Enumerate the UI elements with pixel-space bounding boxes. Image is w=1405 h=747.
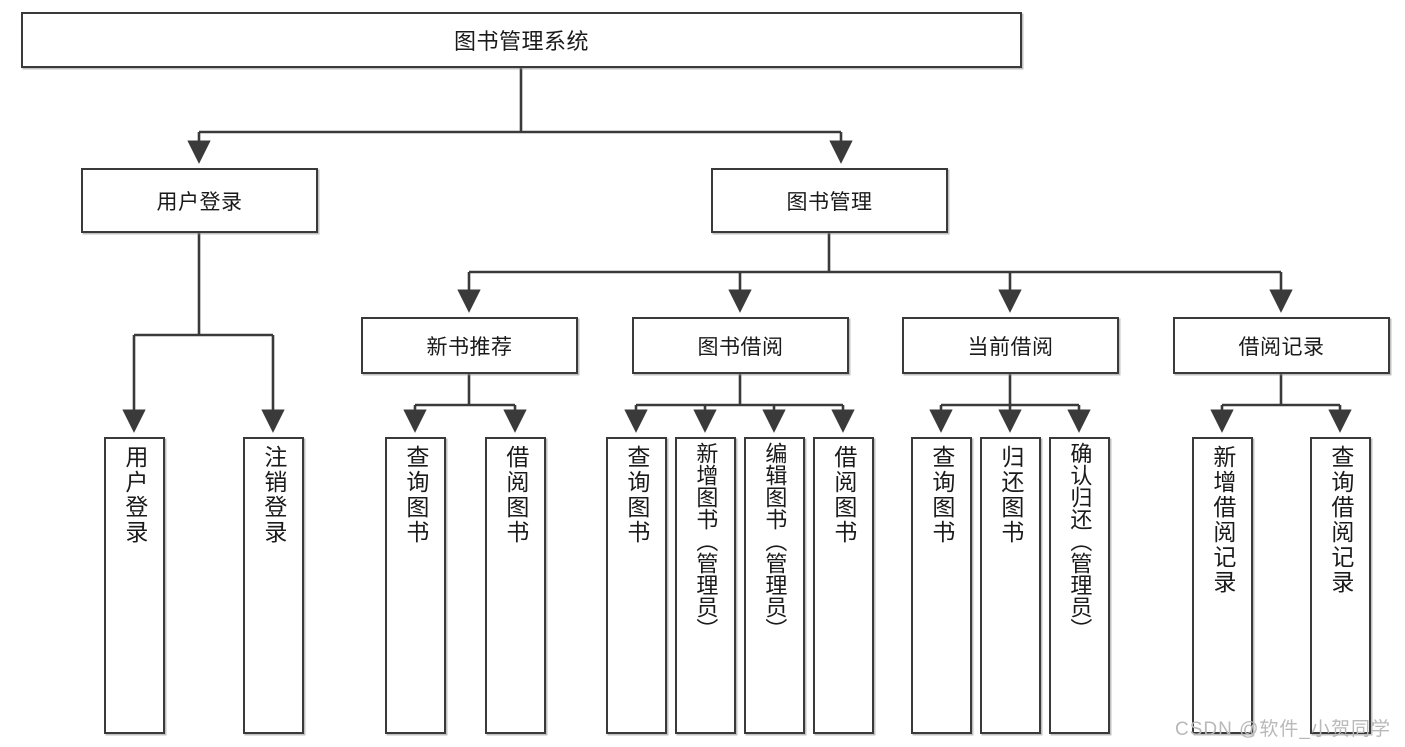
node-borrow-record[interactable]: 借阅记录 — [1173, 317, 1390, 374]
node-leaf-query-book-3-label: 查询图书 — [928, 445, 955, 545]
node-leaf-edit-book-label: 编辑图书（管理员） — [762, 442, 788, 640]
node-user-login-label: 用户登录 — [156, 190, 243, 214]
node-leaf-edit-book[interactable]: 编辑图书（管理员） — [744, 437, 805, 734]
node-leaf-borrow-book-2-label: 借阅图书 — [830, 445, 857, 545]
node-leaf-confirm-return[interactable]: 确认归还（管理员） — [1049, 437, 1110, 734]
node-leaf-user-login[interactable]: 用户登录 — [104, 437, 165, 734]
node-leaf-logout[interactable]: 注销登录 — [243, 437, 304, 734]
node-current-borrow-label: 当前借阅 — [967, 335, 1054, 359]
node-leaf-query-record[interactable]: 查询借阅记录 — [1310, 437, 1371, 734]
node-leaf-return-book-label: 归还图书 — [997, 445, 1024, 545]
node-new-book-recommend-label: 新书推荐 — [426, 335, 513, 359]
node-book-borrow-label: 图书借阅 — [697, 335, 784, 359]
node-leaf-return-book[interactable]: 归还图书 — [980, 437, 1041, 734]
node-leaf-query-book-3[interactable]: 查询图书 — [911, 437, 972, 734]
node-user-login[interactable]: 用户登录 — [81, 168, 318, 233]
node-current-borrow[interactable]: 当前借阅 — [902, 317, 1119, 374]
node-book-borrow[interactable]: 图书借阅 — [632, 317, 849, 374]
node-leaf-borrow-book-1[interactable]: 借阅图书 — [485, 437, 546, 734]
node-book-manage-label: 图书管理 — [786, 190, 873, 214]
node-leaf-query-record-label: 查询借阅记录 — [1327, 445, 1354, 595]
node-borrow-record-label: 借阅记录 — [1238, 335, 1325, 359]
node-leaf-borrow-book-1-label: 借阅图书 — [502, 445, 529, 545]
node-leaf-add-book[interactable]: 新增图书（管理员） — [675, 437, 736, 734]
node-leaf-user-login-label: 用户登录 — [121, 445, 148, 545]
node-leaf-add-book-label: 新增图书（管理员） — [693, 442, 719, 640]
node-leaf-query-book-1[interactable]: 查询图书 — [385, 437, 446, 734]
node-leaf-query-book-2[interactable]: 查询图书 — [606, 437, 667, 734]
node-leaf-add-record-label: 新增借阅记录 — [1209, 445, 1236, 595]
node-root-label: 图书管理系统 — [453, 29, 589, 54]
node-leaf-add-record[interactable]: 新增借阅记录 — [1192, 437, 1253, 734]
node-leaf-query-book-1-label: 查询图书 — [402, 445, 429, 545]
node-root[interactable]: 图书管理系统 — [21, 12, 1022, 68]
node-new-book-recommend[interactable]: 新书推荐 — [361, 317, 578, 374]
node-leaf-confirm-return-label: 确认归还（管理员） — [1067, 442, 1093, 640]
node-book-manage[interactable]: 图书管理 — [711, 168, 948, 233]
node-leaf-query-book-2-label: 查询图书 — [623, 445, 650, 545]
node-leaf-borrow-book-2[interactable]: 借阅图书 — [813, 437, 874, 734]
node-leaf-logout-label: 注销登录 — [260, 445, 287, 545]
